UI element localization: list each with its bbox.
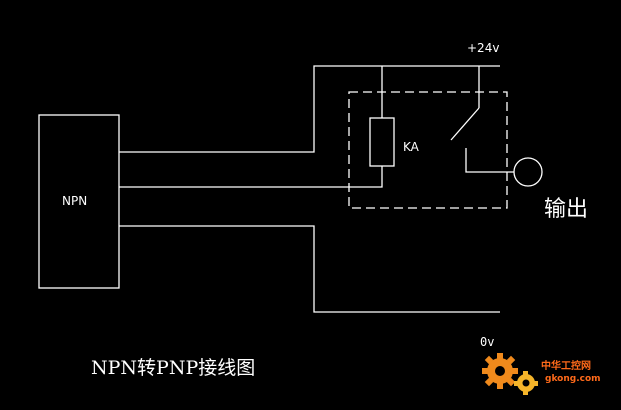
wire-signal: [119, 166, 383, 188]
contact-output-lead: [465, 148, 514, 173]
relay-enclosure: [348, 91, 508, 209]
relay-coil: [369, 117, 395, 167]
supply-label: +24v: [467, 41, 499, 55]
npn-sensor-box: [38, 114, 120, 289]
wire-supply: [119, 65, 500, 153]
ground-label: 0v: [480, 335, 494, 349]
output-label: 输出: [544, 197, 588, 222]
npn-label: NPN: [62, 194, 87, 208]
contact-blade: [450, 107, 480, 141]
gkong-logo: 中华工控网 gkong.com: [482, 353, 601, 395]
diagram-caption: NPN转PNP接线图: [91, 357, 255, 379]
logo-site-url: gkong.com: [545, 374, 601, 384]
gear-small-icon: [514, 371, 538, 395]
logo-site-name: 中华工控网: [541, 359, 591, 372]
relay-label: KA: [403, 140, 420, 154]
wire-ground: [119, 225, 500, 313]
output-terminal: [513, 157, 543, 187]
gear-large-icon: [482, 353, 518, 389]
